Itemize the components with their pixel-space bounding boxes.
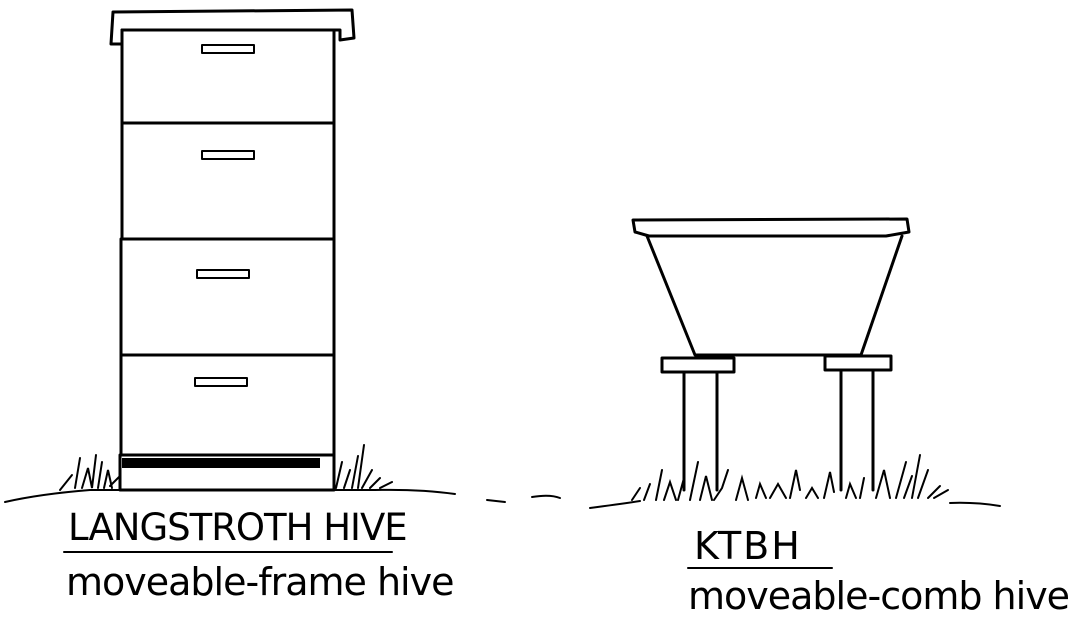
handhold-3: [197, 270, 249, 278]
ktbh-body: [647, 236, 902, 355]
ktbh-hive: [633, 219, 909, 490]
langstroth-title: LANGSTROTH HIVE: [68, 506, 407, 549]
handhold-1: [202, 45, 254, 53]
entrance-slot: [122, 458, 320, 468]
langstroth-hive: [111, 10, 354, 490]
handhold-2: [202, 151, 254, 159]
ktbh-stand-left-bar: [662, 358, 734, 372]
ktbh-lid: [633, 219, 909, 236]
ktbh-leg-right: [841, 370, 873, 490]
ktbh-title: KTBH: [694, 524, 802, 568]
outer-cover: [111, 10, 354, 44]
ktbh-stand-right-bar: [825, 356, 891, 370]
handhold-4: [195, 378, 247, 386]
hive-box-4: [121, 355, 334, 455]
hive-box-2: [122, 123, 334, 239]
ktbh-description: moveable-comb hive: [688, 574, 1069, 618]
grass-right: [632, 455, 948, 500]
langstroth-description: moveable-frame hive: [66, 560, 453, 604]
hive-box-1: [122, 30, 334, 123]
hive-box-3: [121, 239, 334, 355]
ktbh-leg-left: [684, 372, 717, 490]
